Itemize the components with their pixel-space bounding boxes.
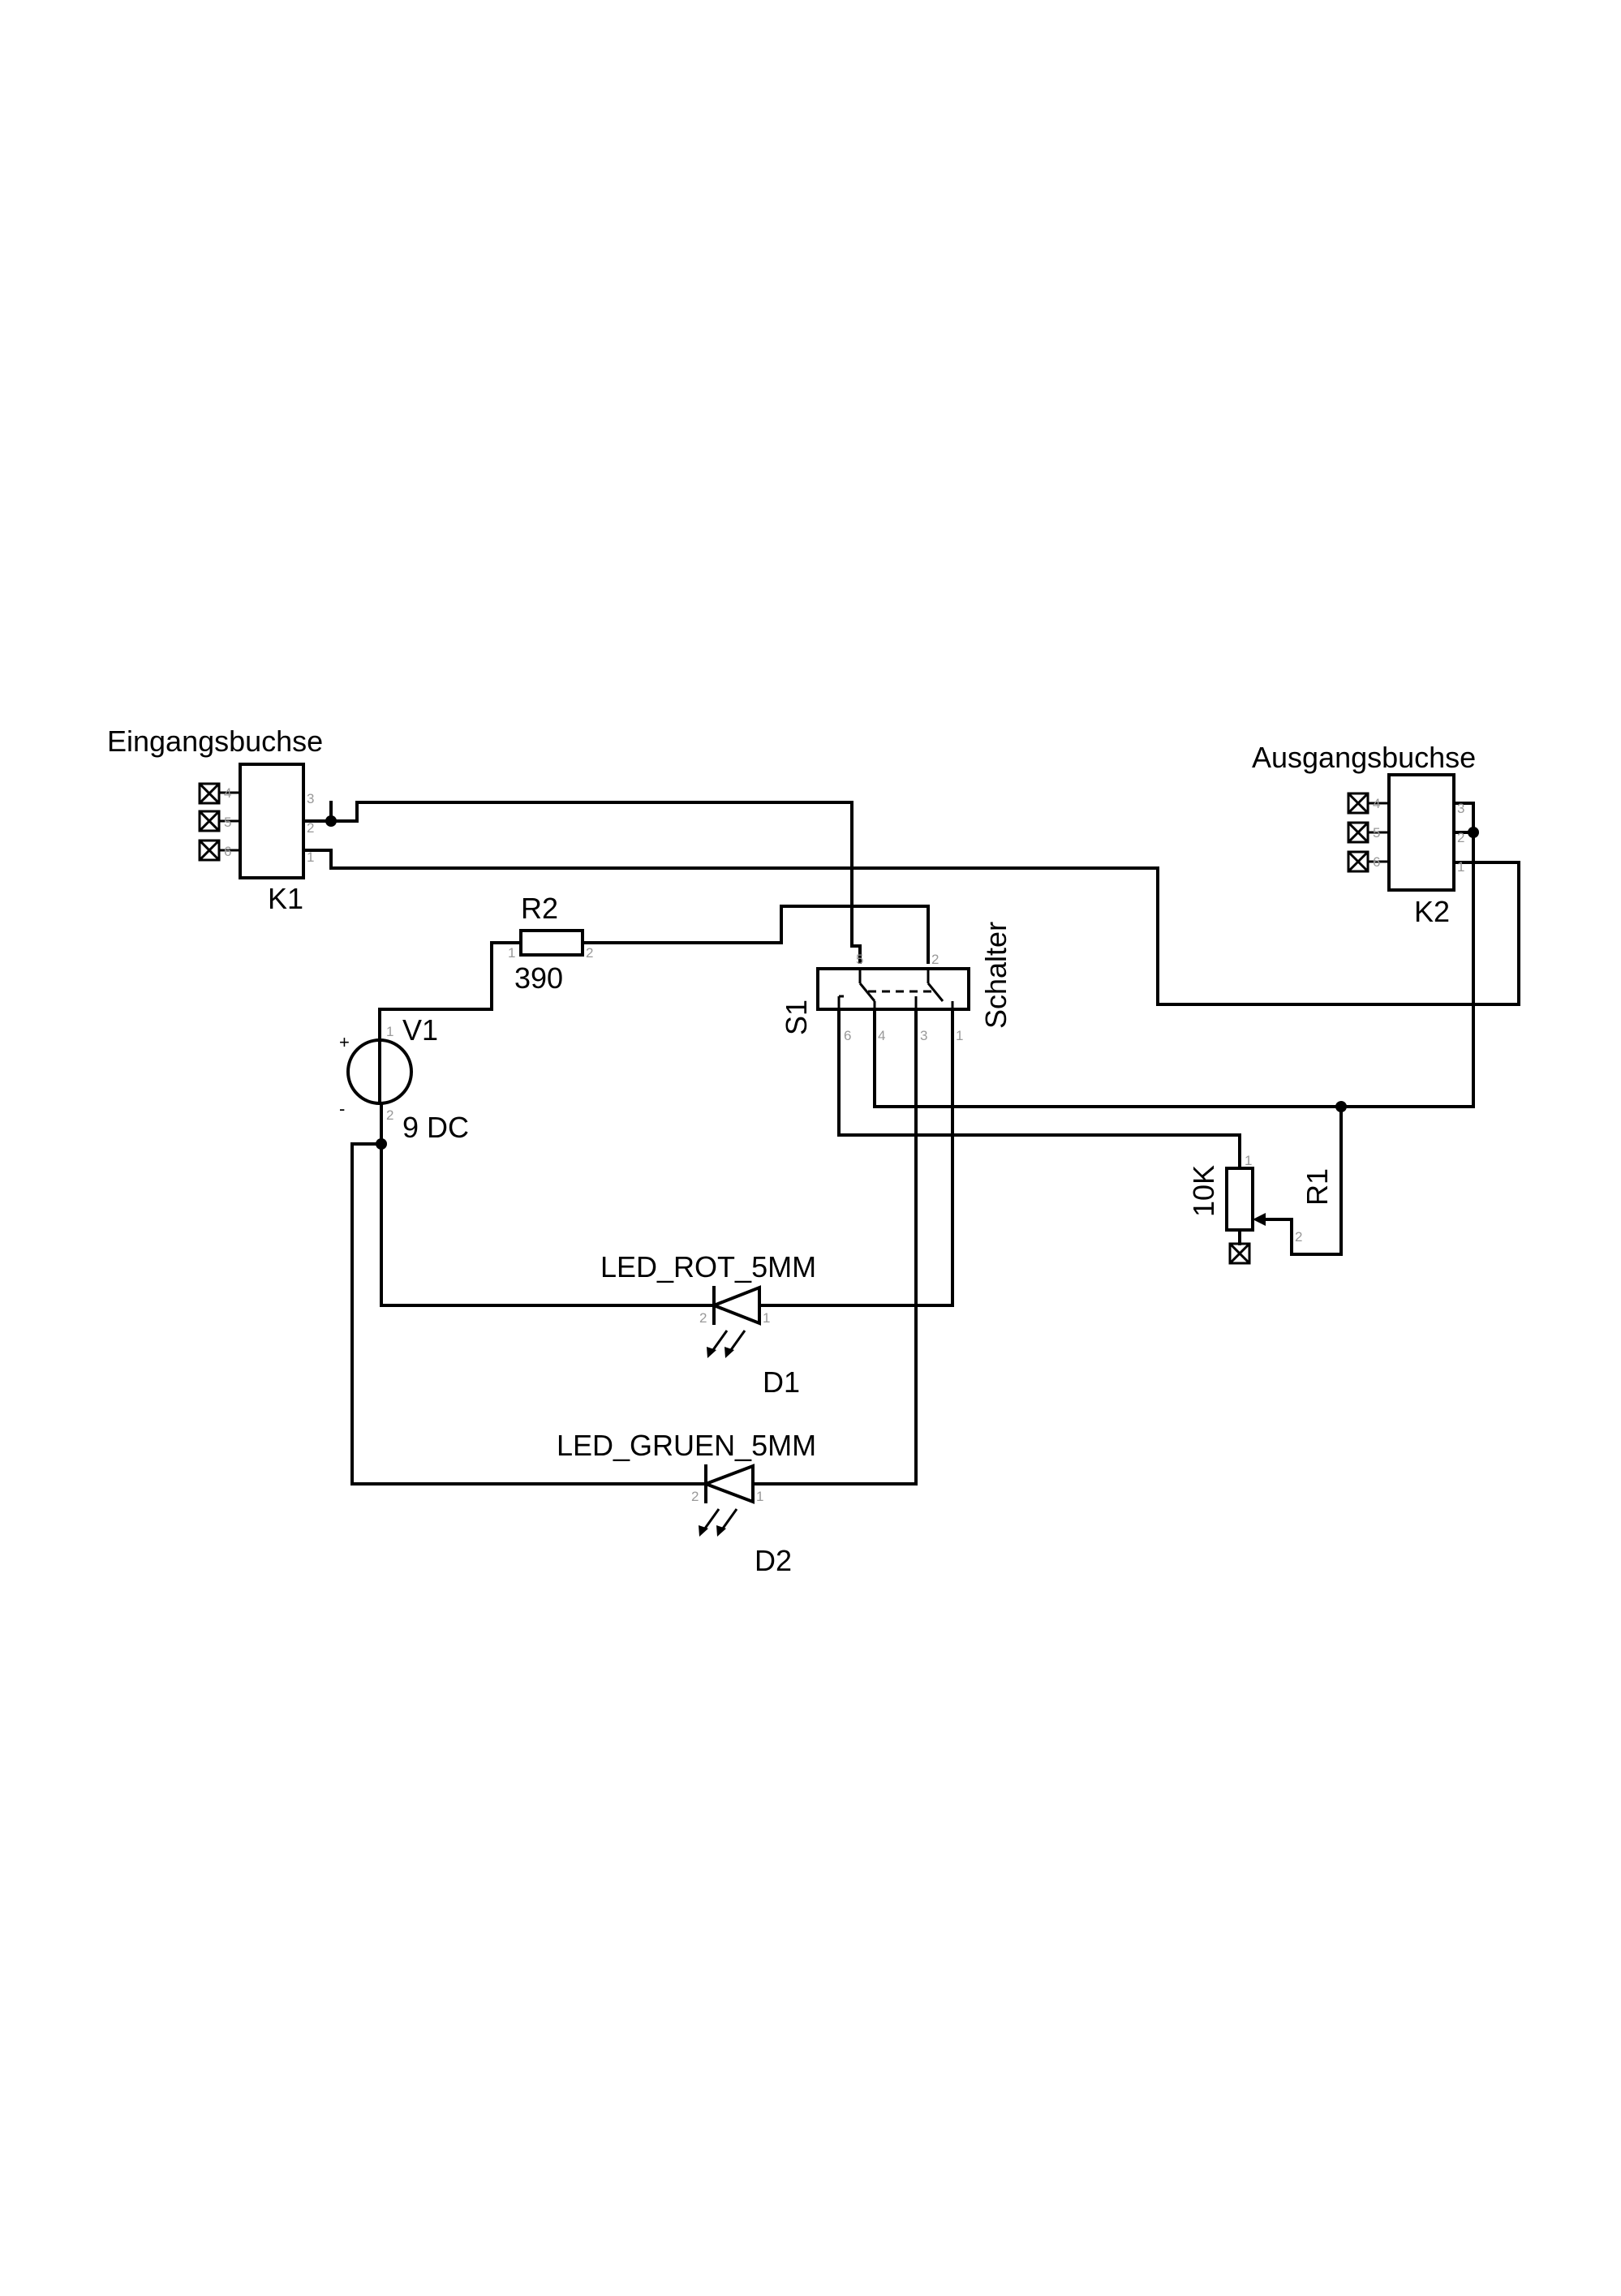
- v1-pin-label: 1: [386, 1024, 393, 1039]
- k1-pin-label: 5: [224, 815, 231, 830]
- v1-pin-label: 2: [386, 1107, 393, 1123]
- junction-dot: [1335, 1101, 1347, 1112]
- d2-value: LED_GRUEN_5MM: [557, 1429, 816, 1462]
- v1-value: 9 DC: [402, 1111, 469, 1144]
- s1-body: [816, 967, 970, 1011]
- d1-pin-label: 1: [763, 1310, 770, 1326]
- k1-pin-label: 6: [224, 844, 231, 859]
- d1-pin-label: 2: [699, 1310, 707, 1326]
- wire-d2-to-switch-pin3: [751, 1008, 918, 1486]
- junction-dot: [325, 815, 337, 827]
- k2-unused-pin-markers: [1347, 792, 1369, 873]
- s1-ref: S1: [780, 1000, 813, 1035]
- r2-value: 390: [514, 961, 563, 995]
- v1-plus-sign: +: [339, 1032, 350, 1052]
- r2-pin-label: 1: [508, 945, 515, 961]
- s1-pin-label: 3: [920, 1028, 927, 1043]
- wire-switch-pin4-to-k2: [873, 831, 1475, 1108]
- s1-pin-label: 1: [956, 1028, 963, 1043]
- wire-k2-pin3-junction: [1452, 802, 1475, 834]
- wire-d1-to-switch-pin1: [758, 1008, 954, 1307]
- d2-light-arrows: [699, 1508, 738, 1537]
- k1-pin-label: 1: [307, 849, 314, 865]
- d2-triangle: [701, 1464, 755, 1504]
- k2-title: Ausgangsbuchse: [1252, 741, 1476, 774]
- k2-pin-label: 5: [1373, 825, 1380, 841]
- d1-triangle: [709, 1285, 761, 1326]
- s1-pin-label: 2: [931, 952, 939, 967]
- k1-pin-label: 3: [307, 791, 314, 806]
- wire-k1-pin1-to-k2-pin1: [302, 849, 1520, 1006]
- r1-pin-label: 2: [1295, 1229, 1302, 1245]
- k1-pin-label: 2: [307, 820, 314, 836]
- r1-ref: R1: [1301, 1168, 1334, 1206]
- v1-ref: V1: [402, 1013, 438, 1047]
- d2-pin-label: 2: [691, 1489, 699, 1504]
- k1-title: Eingangsbuchse: [107, 724, 323, 758]
- d1-ref: D1: [763, 1365, 800, 1399]
- led-d1-red: LED_ROT_5MM 2 1 D1: [600, 1250, 816, 1399]
- junction-dot: [1468, 827, 1479, 838]
- k2-pin-label: 1: [1457, 859, 1464, 875]
- s1-pin-label: 5: [856, 952, 863, 967]
- r2-body: [519, 929, 584, 957]
- k1-unused-pin-markers: [198, 782, 221, 862]
- v1-minus-sign: -: [339, 1099, 345, 1119]
- wires: [302, 801, 1520, 1486]
- voltage-source-v1: V1 + - 1 2 9 DC: [339, 1013, 469, 1144]
- s1-contacts: [837, 969, 954, 1009]
- wire-switch-pin6-to-r1: [837, 1008, 1241, 1170]
- r1-body: [1225, 1167, 1254, 1232]
- wire-k1-to-switch-pin5: [302, 801, 862, 964]
- k1-body: [239, 763, 305, 879]
- k2-ref: K2: [1414, 895, 1450, 928]
- connector-k2: Ausgangsbuchse 4 5 6 3 2 1 K2: [1252, 741, 1476, 928]
- connector-k1: Eingangsbuchse 4 5 6 3 2 1 K1: [107, 724, 323, 915]
- s1-pin-label: 4: [878, 1028, 885, 1043]
- switch-s1: S1 Schalter 5 2 6 4 3 1: [780, 922, 1013, 1043]
- k2-pin-label: 2: [1457, 830, 1464, 845]
- r2-pin-label: 2: [586, 945, 593, 961]
- k2-pin-label: 4: [1373, 796, 1380, 811]
- wire-r1-to-junction: [1262, 1105, 1343, 1256]
- r1-wiper-arrow: [1253, 1213, 1266, 1226]
- d2-pin-label: 1: [756, 1489, 763, 1504]
- led-d2-green: LED_GRUEN_5MM 2 1 D2: [557, 1429, 816, 1577]
- k2-pin-label: 3: [1457, 801, 1464, 816]
- r1-value: 10K: [1187, 1165, 1220, 1217]
- k1-pin-label: 4: [224, 785, 231, 801]
- k2-pin-label: 6: [1373, 854, 1380, 870]
- junction-dots: [325, 815, 1479, 1150]
- s1-pin-label: 6: [844, 1028, 851, 1043]
- s1-value: Schalter: [979, 922, 1013, 1029]
- r1-unused-pin-marker: [1228, 1242, 1251, 1265]
- d1-value: LED_ROT_5MM: [600, 1250, 816, 1283]
- junction-dot: [376, 1138, 387, 1150]
- r2-ref: R2: [521, 892, 558, 925]
- d1-light-arrows: [707, 1330, 746, 1358]
- wire-v1-to-d2: [350, 1142, 707, 1486]
- resistor-r2: R2 1 2 390: [508, 892, 593, 995]
- k2-body: [1387, 773, 1455, 892]
- d2-ref: D2: [755, 1544, 792, 1577]
- wire-v1-to-d1: [380, 1102, 716, 1307]
- wire-r2-to-switch-pin2: [581, 905, 930, 964]
- r1-pin-label: 1: [1245, 1153, 1252, 1168]
- potentiometer-r1: 10K R1 1 2: [1187, 1153, 1334, 1265]
- wire-r2-to-v1: [378, 941, 522, 1042]
- k1-ref: K1: [268, 882, 303, 915]
